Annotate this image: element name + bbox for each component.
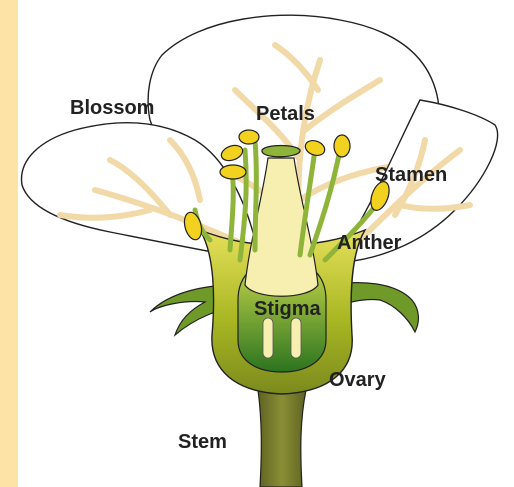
anther-4 <box>239 130 259 144</box>
label-stem: Stem <box>178 431 227 453</box>
stigma-head <box>262 146 300 157</box>
label-stamen: Stamen <box>375 164 447 186</box>
side-band <box>0 0 18 487</box>
stem-shape <box>258 390 306 487</box>
anther-2 <box>220 165 246 179</box>
label-blossom: Blossom <box>70 97 154 119</box>
label-stigma: Stigma <box>254 298 322 320</box>
label-anther: Anther <box>337 232 402 254</box>
anther-6 <box>334 135 350 157</box>
label-ovary: Ovary <box>329 369 387 391</box>
label-petals: Petals <box>256 103 315 125</box>
